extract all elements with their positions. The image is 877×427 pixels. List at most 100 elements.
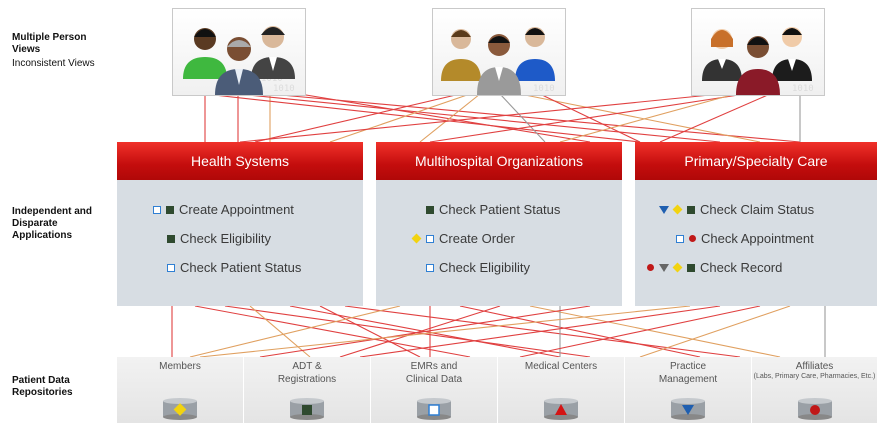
repos-title: Patient Data Repositories — [12, 375, 73, 398]
person-group-2-image: 1010 1010 — [441, 27, 555, 95]
person-group-3-image: 1010 1010 — [702, 27, 814, 95]
repo-label: Medical Centers — [524, 361, 598, 372]
app-item-label: Check Appointment — [701, 231, 814, 246]
connector-line — [224, 305, 591, 358]
app-panel-multihospital: Multihospital Organizations Check Patien… — [376, 142, 622, 306]
database-icon — [796, 397, 834, 421]
connector-line — [519, 305, 761, 358]
triangle-up-icon — [555, 404, 567, 415]
square-icon — [167, 234, 175, 243]
circle-icon — [689, 235, 696, 242]
triangle-down-icon — [659, 263, 669, 272]
repo-affiliates[interactable]: Affiliates(Labs, Primary Care, Pharmacie… — [752, 357, 877, 423]
app-item-label: Check Claim Status — [700, 202, 815, 217]
app-item[interactable]: Create Appointment — [153, 202, 294, 217]
app-item[interactable]: Check Patient Status — [426, 202, 560, 217]
connector-line — [529, 305, 781, 358]
connector-line — [429, 93, 746, 143]
app-item[interactable]: Check Claim Status — [659, 202, 814, 217]
app-item[interactable]: Check Eligibility — [167, 231, 271, 246]
connector-line — [189, 305, 401, 358]
diamond-icon — [672, 204, 683, 215]
database-icon — [669, 397, 707, 421]
connector-line — [259, 305, 591, 358]
connector-line — [254, 93, 461, 143]
square-icon — [166, 205, 174, 214]
repo-adt-registrations[interactable]: ADT &Registrations — [244, 357, 371, 423]
connector-line — [329, 93, 471, 143]
diamond-icon — [672, 262, 683, 273]
app-panel-health-systems: Health Systems Create Appointment Check … — [117, 142, 363, 306]
circle-icon — [647, 264, 654, 271]
triangle-down-icon — [682, 405, 694, 415]
database-icon — [288, 397, 326, 421]
repo-label: ADT &Registrations — [277, 361, 337, 385]
connector-line — [249, 305, 311, 358]
connector-line — [339, 305, 501, 358]
person-group-2: 1010 1010 — [432, 8, 566, 96]
square-open-icon — [426, 263, 434, 272]
app-item-label: Create Appointment — [179, 202, 294, 217]
app-item-label: Check Record — [700, 260, 783, 275]
repo-label: Affiliates(Labs, Primary Care, Pharmacie… — [753, 361, 876, 380]
database-icon — [542, 397, 580, 421]
connector-line — [639, 305, 791, 358]
repo-members[interactable]: Members — [117, 357, 244, 423]
connector-line — [199, 305, 691, 358]
app-item-label: Check Patient Status — [439, 202, 561, 217]
app-item[interactable]: Check Eligibility — [426, 260, 530, 275]
square-icon — [302, 405, 312, 415]
square-open-icon — [676, 234, 684, 243]
square-icon — [687, 263, 695, 272]
person-group-1: 1010 1010 — [172, 8, 306, 96]
app-item-label: Check Eligibility — [439, 260, 531, 275]
connector-line — [359, 305, 721, 358]
repo-medical-centers[interactable]: Medical Centers — [498, 357, 625, 423]
app-item-label: Create Order — [439, 231, 515, 246]
connector-line — [499, 93, 546, 143]
repo-label: Members — [159, 361, 201, 372]
repos-row-label: Patient Data Repositories — [12, 375, 92, 399]
connector-line — [204, 93, 641, 143]
persons-title: Multiple Person Views — [12, 32, 87, 55]
square-open-icon — [167, 263, 175, 272]
square-icon — [426, 205, 434, 214]
connector-line — [194, 305, 471, 358]
app-item[interactable]: Check Patient Status — [167, 260, 301, 275]
connector-line — [319, 305, 421, 358]
connector-line — [559, 93, 736, 143]
connector-line — [459, 305, 701, 358]
app-title: Primary/Specialty Care — [635, 142, 877, 180]
app-item-label: Check Eligibility — [180, 231, 272, 246]
diamond-icon — [173, 403, 187, 416]
svg-text:1010: 1010 — [273, 84, 295, 94]
app-panel-primary-care: Primary/Specialty Care Check Claim Statu… — [635, 142, 877, 306]
app-item[interactable]: Check Appointment — [676, 231, 814, 246]
connector-line — [239, 93, 721, 143]
person-group-1-image: 1010 1010 — [183, 26, 295, 95]
circle-icon — [809, 405, 820, 415]
square-open-icon — [426, 234, 434, 243]
app-title: Health Systems — [117, 142, 363, 180]
connector-line — [299, 93, 591, 143]
persons-subtitle: Inconsistent Views — [12, 58, 95, 69]
connector-line — [659, 93, 771, 143]
app-item[interactable]: Check Record — [647, 260, 782, 275]
connector-line — [419, 93, 481, 143]
app-title: Multihospital Organizations — [376, 142, 622, 180]
diamond-icon — [411, 233, 422, 244]
svg-text:1010: 1010 — [792, 84, 814, 94]
app-item[interactable]: Create Order — [411, 231, 515, 246]
apps-row-label: Independent and Disparate Applications — [12, 206, 92, 242]
persons-row-label: Multiple Person Views Inconsistent Views — [12, 32, 112, 70]
apps-title: Independent and Disparate Applications — [12, 206, 92, 241]
triangle-down-icon — [659, 205, 669, 214]
person-group-3: 1010 1010 — [691, 8, 825, 96]
app-item-label: Check Patient Status — [180, 260, 302, 275]
